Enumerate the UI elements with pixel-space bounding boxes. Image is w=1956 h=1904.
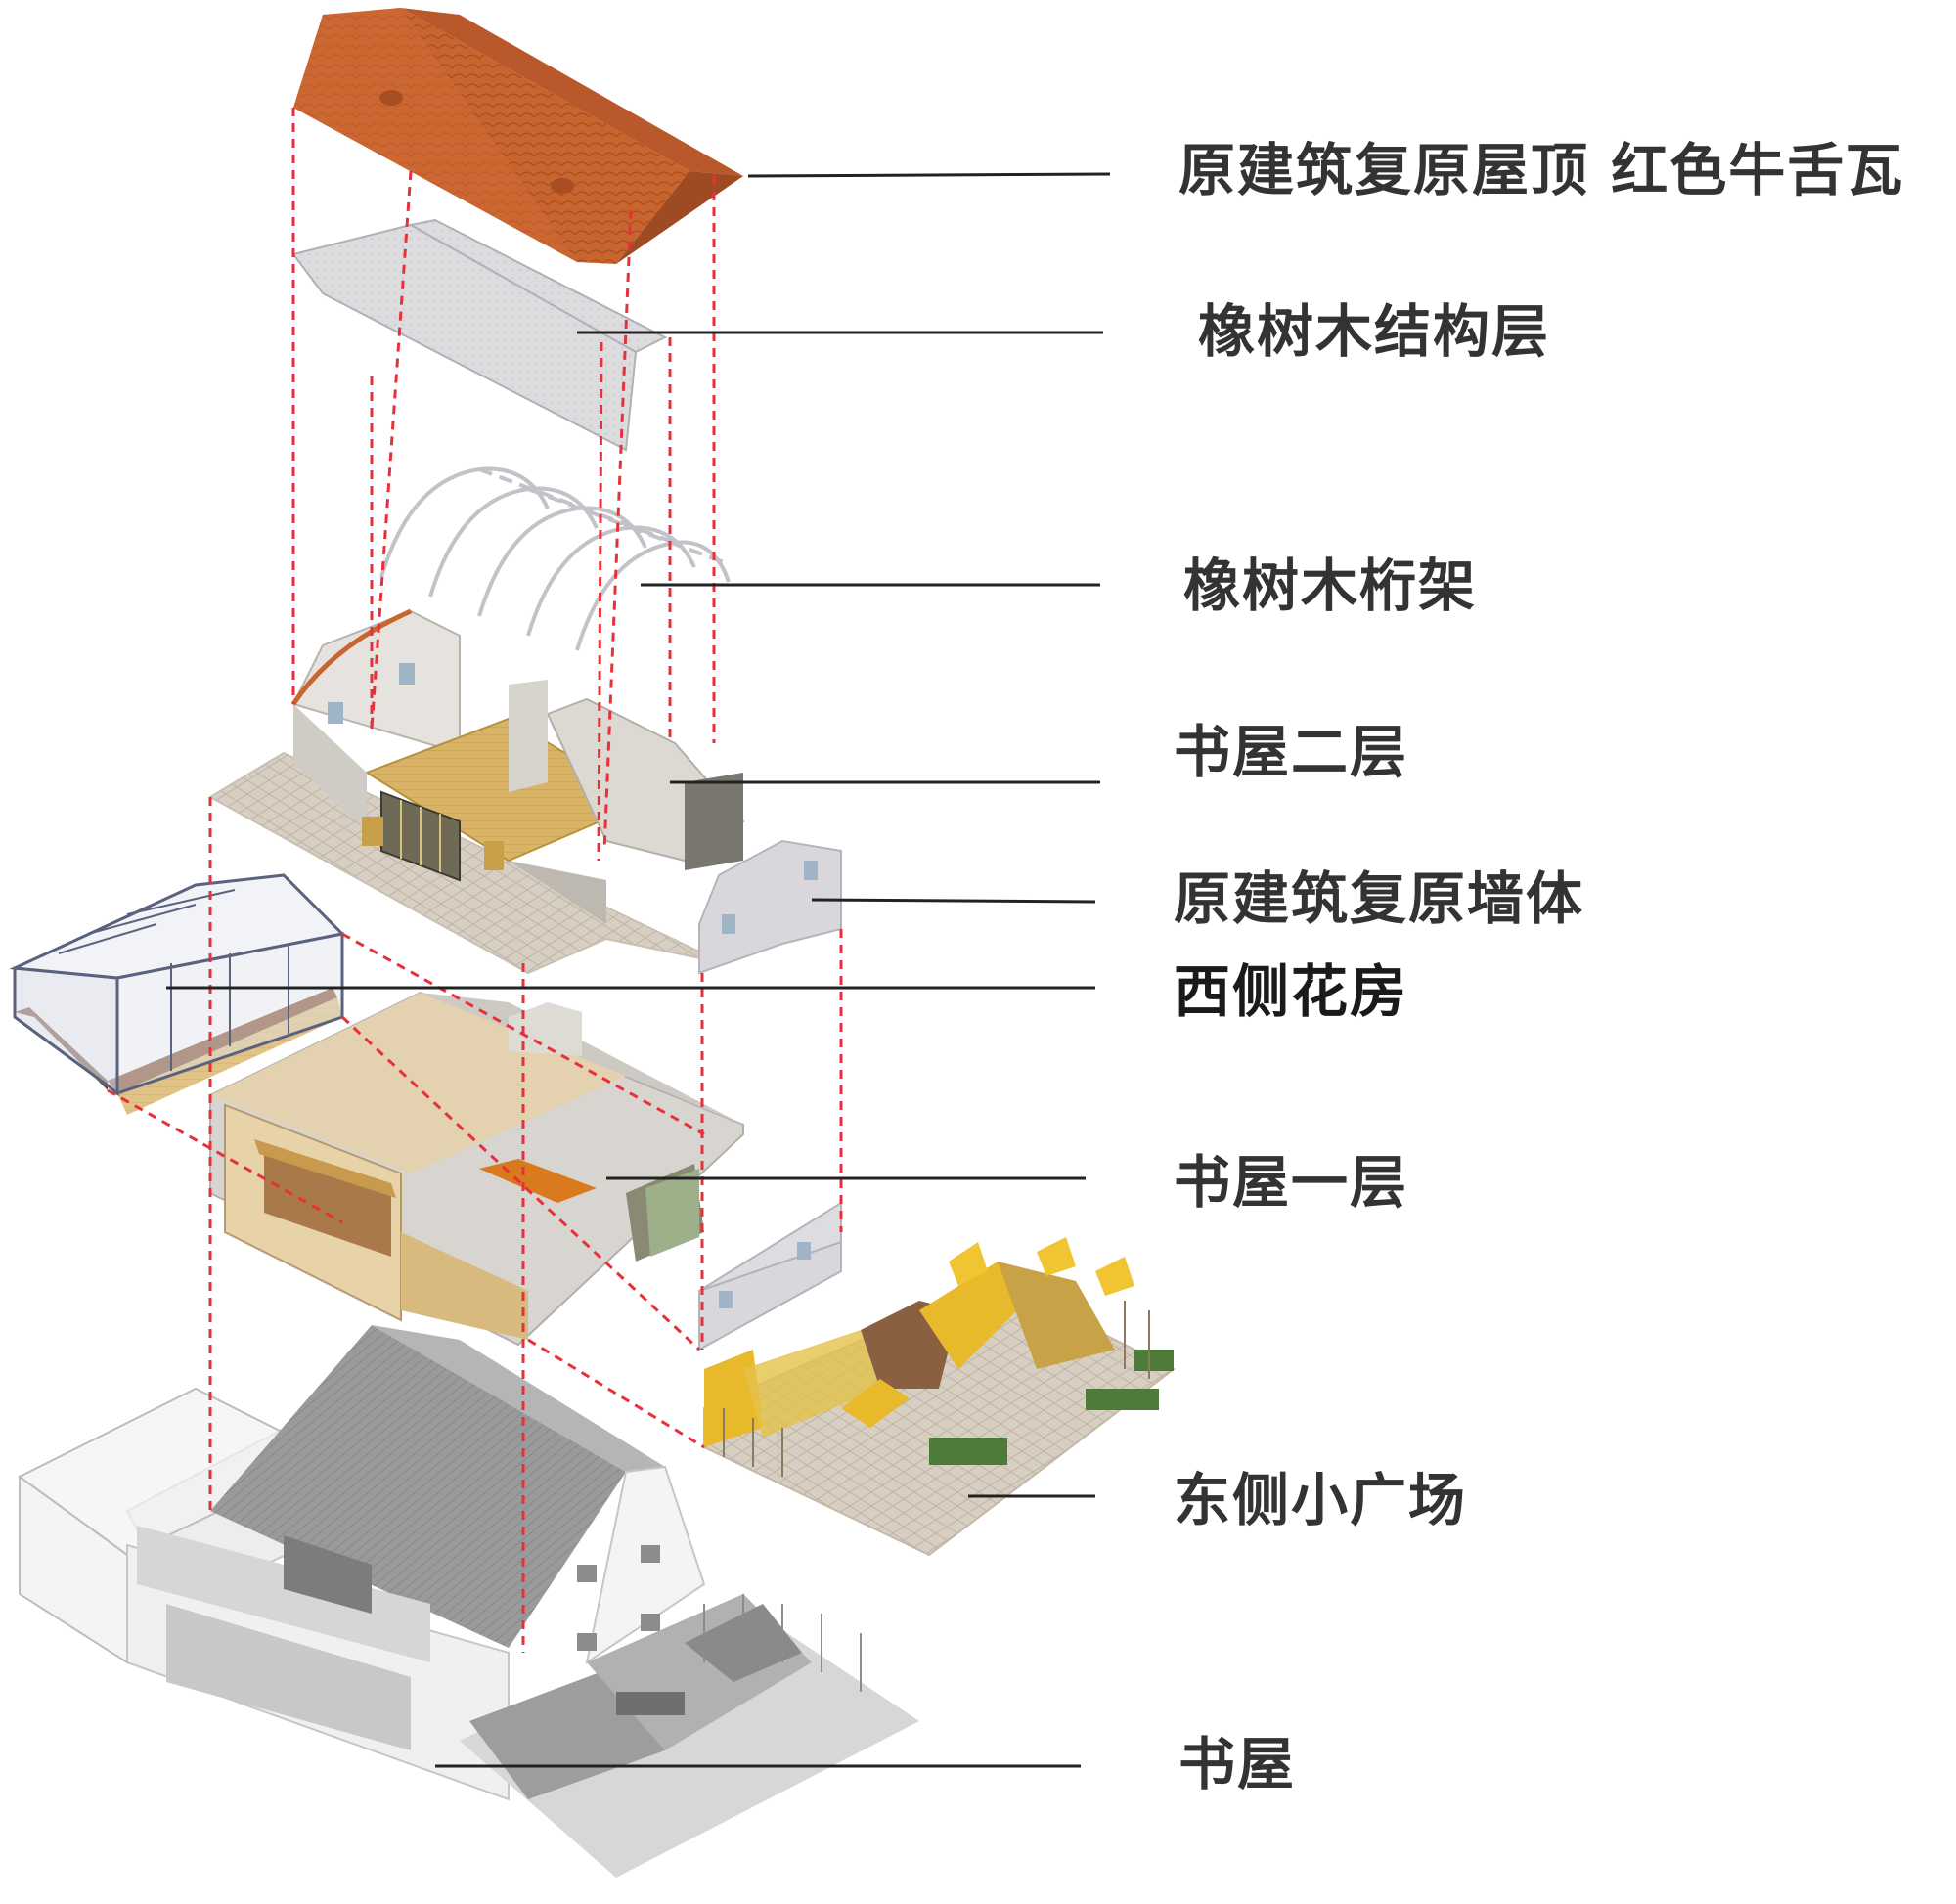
label-west-greenhouse: 西侧花房	[1174, 963, 1408, 1020]
label-roof: 原建筑复原屋顶 红色牛舌瓦	[1178, 142, 1904, 199]
label-oak-structure: 橡树木结构层	[1198, 303, 1550, 360]
label-second-floor: 书屋二层	[1174, 724, 1408, 780]
roof-tile-layer	[293, 8, 743, 264]
lower-wall-panel	[699, 1203, 841, 1350]
label-bookhouse: 书屋	[1178, 1736, 1296, 1793]
first-floor-layer	[210, 993, 743, 1345]
label-restored-wall: 原建筑复原墙体	[1174, 870, 1584, 927]
label-first-floor: 书屋一层	[1174, 1154, 1408, 1211]
label-east-plaza: 东侧小广场	[1174, 1472, 1467, 1528]
label-oak-truss: 橡树木桁架	[1183, 557, 1477, 614]
